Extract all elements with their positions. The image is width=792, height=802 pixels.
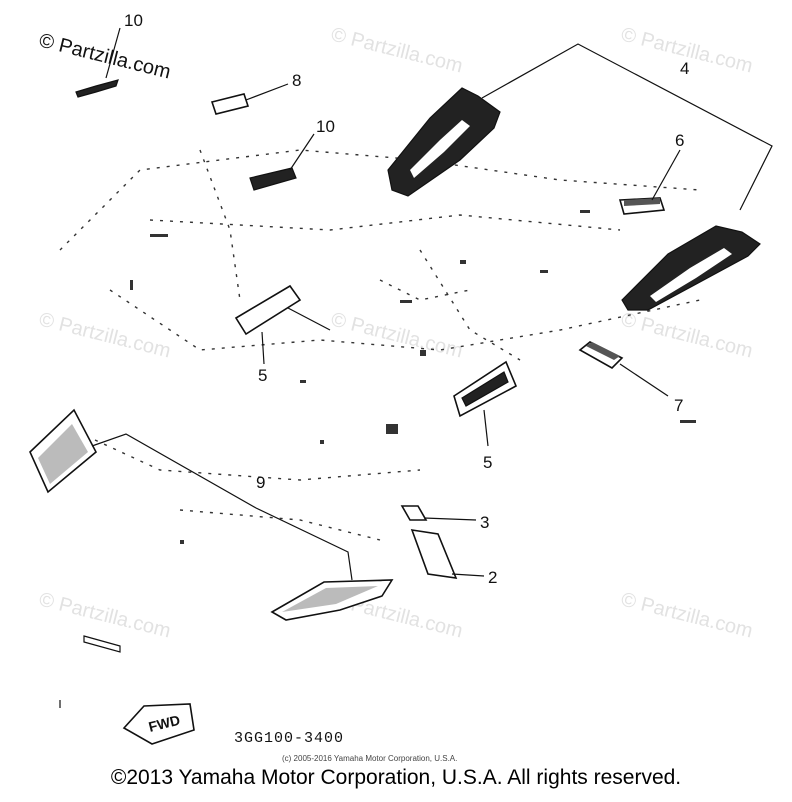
decal-6 [618, 197, 666, 215]
leader-5-left-a [287, 307, 331, 331]
callout-9: 9 [256, 473, 265, 492]
leader-8 [245, 83, 289, 101]
callout-4: 4 [680, 59, 689, 78]
leader-3 [423, 517, 477, 521]
decal-4-lower [621, 225, 761, 311]
vehicle-outline [59, 149, 701, 541]
leader-4 [481, 43, 773, 211]
decal-8 [210, 93, 250, 115]
watermark: © Partzilla.com [37, 309, 173, 363]
part-number: 3GG100-3400 [234, 730, 344, 747]
decal-small-lower-left [83, 635, 121, 653]
leader-6 [651, 149, 681, 201]
watermark: © Partzilla.com [329, 24, 465, 78]
fwd-label: FWD [147, 712, 182, 735]
callout-5-left: 5 [258, 366, 267, 385]
decal-5-left [234, 284, 302, 336]
leader-10-mid [289, 133, 315, 171]
decal-10-mid [249, 167, 297, 191]
callout-10-top: 10 [124, 11, 143, 30]
leader-5-center [483, 409, 489, 447]
callout-10-mid: 10 [316, 117, 335, 136]
leader-2 [451, 573, 485, 577]
watermark: © Partzilla.com [37, 589, 173, 643]
diagram-specks [130, 210, 696, 544]
small-copyright: (c) 2005-2016 Yamaha Motor Corporation, … [282, 754, 457, 763]
decal-7 [578, 341, 624, 369]
watermark: © Partzilla.com [329, 309, 465, 363]
watermark: © Partzilla.com [619, 589, 755, 643]
watermark-top-left: © Partzilla.com [37, 30, 173, 84]
leader-5-left-b [261, 331, 265, 365]
decal-10-top [75, 79, 119, 98]
leader-9 [91, 433, 353, 581]
callout-5-center: 5 [483, 453, 492, 472]
callout-6: 6 [675, 131, 684, 150]
leader-10-top [105, 27, 121, 79]
decal-4-upper [387, 87, 501, 197]
callout-7: 7 [674, 396, 683, 415]
callout-8: 8 [292, 71, 301, 90]
footer-copyright: ©2013 Yamaha Motor Corporation, U.S.A. A… [110, 766, 682, 789]
decal-5-center [453, 360, 518, 418]
callout-2: 2 [488, 568, 497, 587]
fwd-arrow-decal: FWD [122, 703, 195, 745]
watermark: © Partzilla.com [619, 309, 755, 363]
decal-2 [410, 529, 458, 579]
mud-flap-right [270, 579, 394, 621]
leader-7 [619, 363, 669, 397]
mud-flap-left [29, 408, 98, 494]
decal-3 [400, 505, 428, 521]
callout-3: 3 [480, 513, 489, 532]
